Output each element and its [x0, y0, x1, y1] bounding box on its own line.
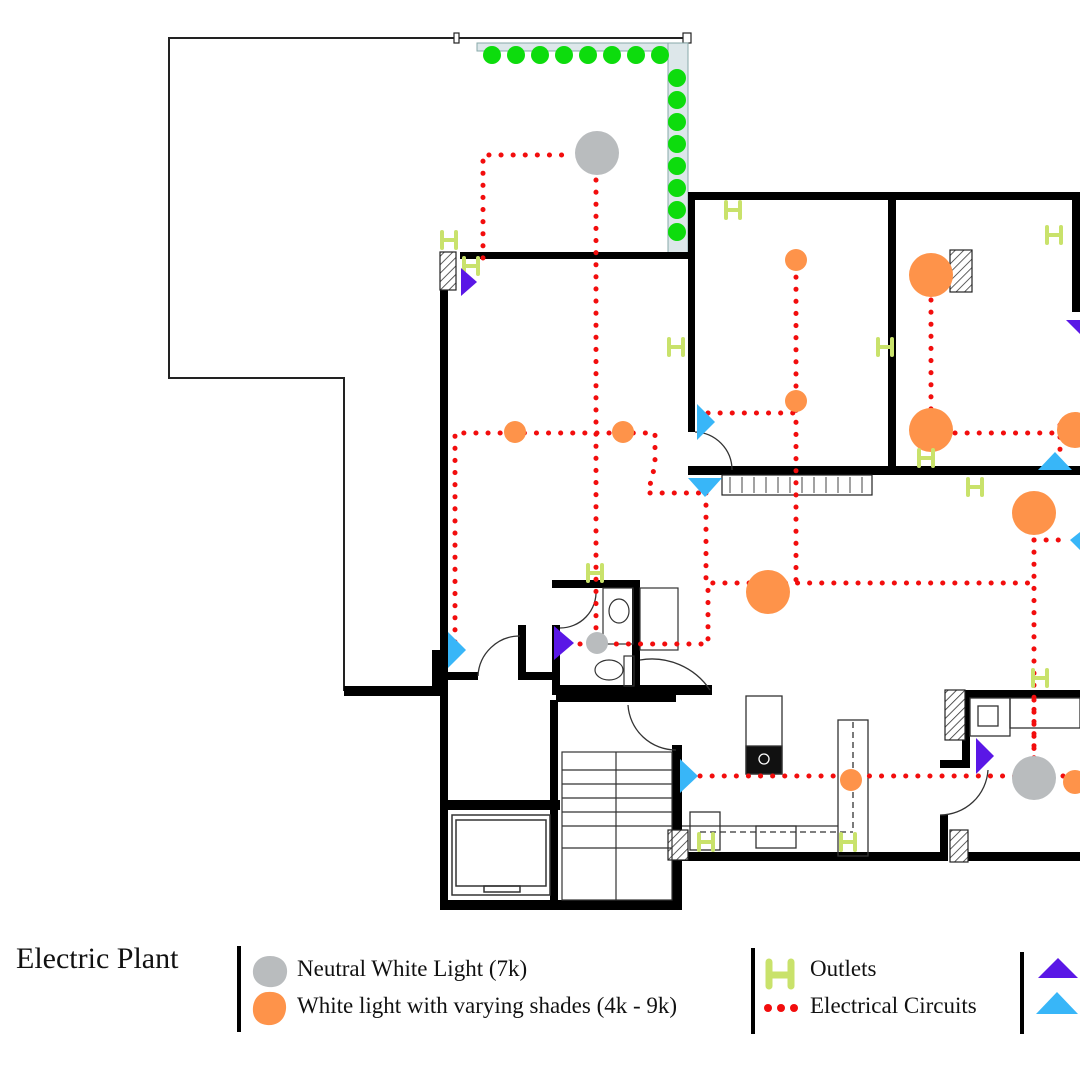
legend-divider: [237, 946, 241, 1032]
legend-title: Electric Plant: [16, 942, 179, 975]
lights: [504, 131, 1080, 800]
terrace-post: [453, 32, 460, 44]
outlet-icon: [697, 832, 715, 852]
legend-label-varying-light: White light with varying shades (4k - 9k…: [297, 993, 678, 1018]
plant-icon: [603, 46, 621, 64]
legend-divider: [1020, 952, 1024, 1034]
plant-icon: [668, 113, 686, 131]
plant-icon: [668, 179, 686, 197]
plant-icon: [668, 201, 686, 219]
switch-blue-icon: [1036, 992, 1078, 1014]
varying-light-icon: [1057, 412, 1080, 448]
circuit-line: [577, 580, 711, 647]
switch-blue-icon: [697, 404, 715, 440]
plant-icon: [668, 223, 686, 241]
switch-purple-icon: [1066, 320, 1080, 334]
outlet-icon: [765, 958, 795, 990]
outlets: [440, 200, 1063, 852]
switch-purple-icon: [554, 626, 574, 660]
varying-light-icon: [1012, 491, 1056, 535]
staircase: [561, 751, 673, 901]
outlet-icon: [667, 337, 685, 357]
switch-purple-icon: [1038, 958, 1078, 978]
terrace-outline: [168, 37, 690, 691]
floor-plan: [168, 32, 1080, 910]
circuit-line: [480, 152, 575, 261]
plant-icon: [627, 46, 645, 64]
plant-icon: [483, 46, 501, 64]
outlet-icon: [839, 832, 857, 852]
outlet-icon: [966, 477, 984, 497]
plant-icon: [668, 135, 686, 153]
circuit-icon: [764, 1004, 798, 1012]
legend-label-neutral-light: Neutral White Light (7k): [297, 956, 528, 981]
switch-blue-icon: [680, 759, 698, 793]
outlet-icon: [440, 230, 458, 250]
switch-blue-icon: [1038, 452, 1072, 470]
plant-icon: [531, 46, 549, 64]
neutral-light-icon: [575, 131, 619, 175]
terrace-post: [682, 32, 692, 44]
varying-light-icon: [612, 421, 634, 443]
plant-icon: [668, 91, 686, 109]
radiator-fins: [729, 477, 863, 493]
outlet-icon: [1031, 668, 1049, 688]
outlet-icon: [1045, 225, 1063, 245]
switch-purple-icon: [976, 738, 994, 774]
switch-blue-icon: [688, 478, 722, 497]
bathroom-fixtures: [594, 587, 679, 687]
varying-light-icon: [785, 249, 807, 271]
plant-icon: [668, 69, 686, 87]
switches: [448, 268, 1080, 793]
varying-light-icon: [746, 570, 790, 614]
legend-label-outlets: Outlets: [810, 956, 877, 981]
outlet-icon: [917, 448, 935, 468]
varying-light-icon: [909, 253, 953, 297]
walls: [344, 192, 1080, 910]
circuit-line: [703, 490, 1035, 586]
varying-light-icon: [1063, 770, 1080, 794]
neutral-light-icon: [252, 956, 288, 988]
plant-icon: [651, 46, 669, 64]
tv: [451, 814, 551, 896]
varying-light-icon: [840, 769, 862, 791]
plants-group: [483, 46, 686, 241]
plant-icon: [507, 46, 525, 64]
outlet-icon: [724, 200, 742, 220]
plant-icon: [555, 46, 573, 64]
varying-light-icon: [785, 390, 807, 412]
outlet-icon: [462, 256, 480, 276]
circuit-line: [452, 430, 709, 645]
varying-light-icon: [252, 991, 287, 1026]
varying-light-icon: [504, 421, 526, 443]
legend-label-circuits: Electrical Circuits: [810, 993, 977, 1018]
switch-blue-icon: [448, 632, 466, 668]
neutral-light-icon: [1012, 756, 1056, 800]
outlet-icon: [586, 563, 604, 583]
plant-icon: [579, 46, 597, 64]
varying-light-icon: [909, 408, 953, 452]
switch-blue-icon: [1070, 532, 1080, 550]
outlet-icon: [876, 337, 894, 357]
electrical-circuits: [452, 152, 1080, 779]
legend-divider: [751, 948, 755, 1034]
plant-icon: [668, 157, 686, 175]
switch-purple-icon: [461, 268, 477, 296]
neutral-light-icon: [586, 632, 608, 654]
